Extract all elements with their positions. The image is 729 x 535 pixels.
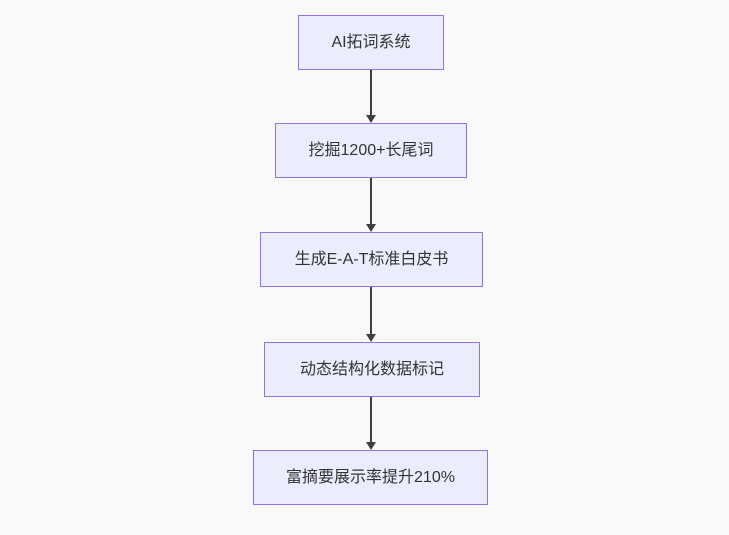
flowchart-node-1: AI拓词系统: [298, 15, 444, 70]
flowchart-node-2: 挖掘1200+长尾词: [275, 123, 467, 178]
node-label: 动态结构化数据标记: [299, 360, 444, 378]
flowchart-node-4: 动态结构化数据标记: [264, 342, 480, 397]
node-label: 富摘要展示率提升210%: [286, 468, 455, 486]
node-label: 生成E-A-T标准白皮书: [294, 250, 449, 268]
flow-arrow-2: [366, 178, 376, 232]
arrow-line: [370, 70, 372, 115]
arrowhead-down-icon: [366, 224, 376, 232]
arrowhead-down-icon: [366, 334, 376, 342]
flow-arrow-1: [366, 70, 376, 123]
flow-arrow-4: [366, 397, 376, 450]
arrow-line: [370, 287, 372, 334]
flowchart-node-3: 生成E-A-T标准白皮书: [260, 232, 483, 287]
node-label: 挖掘1200+长尾词: [308, 141, 434, 159]
arrowhead-down-icon: [366, 115, 376, 123]
arrowhead-down-icon: [366, 442, 376, 450]
flowchart-node-5: 富摘要展示率提升210%: [253, 450, 488, 505]
arrow-line: [370, 178, 372, 224]
flow-arrow-3: [366, 287, 376, 342]
arrow-line: [370, 397, 372, 442]
node-label: AI拓词系统: [331, 33, 411, 51]
